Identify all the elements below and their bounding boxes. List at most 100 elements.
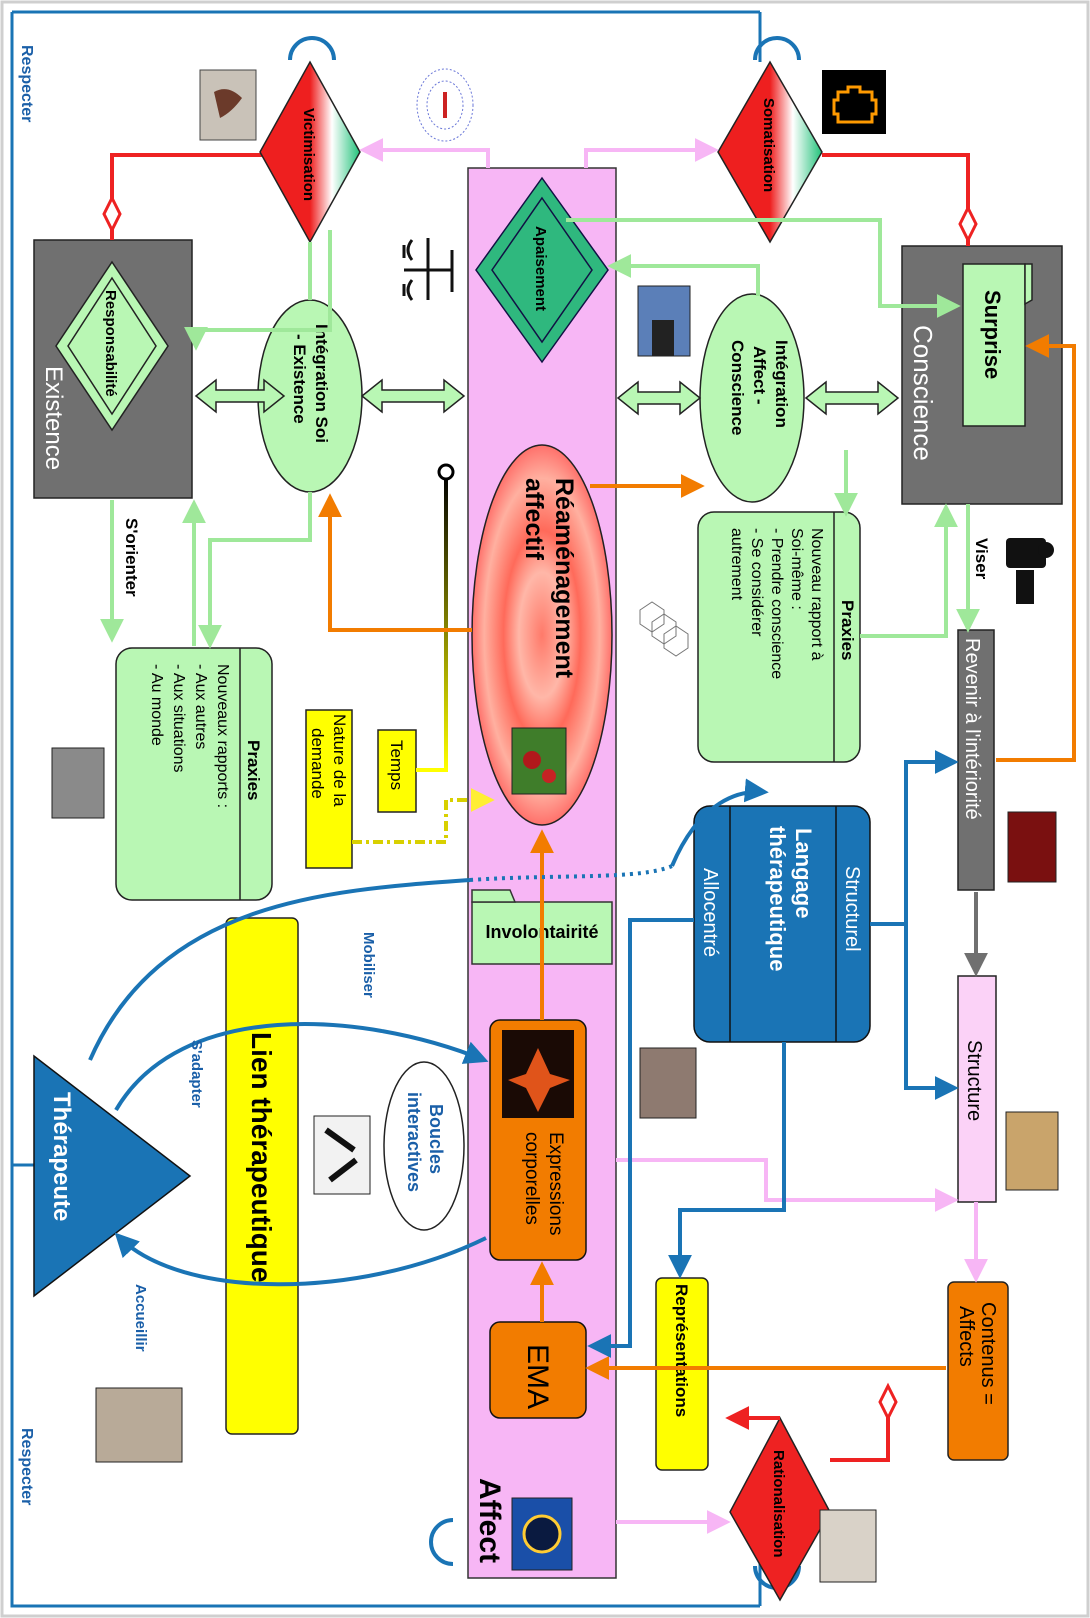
cap-top-left: [288, 36, 336, 61]
temps-label: Temps: [387, 740, 406, 790]
praxies-left-line-3: - Aux situations: [170, 664, 187, 773]
temps-link: [416, 476, 448, 772]
accueillir-curve: [114, 1232, 487, 1287]
representations-label: Représentations: [672, 1284, 691, 1417]
masks-photo: [819, 1509, 877, 1583]
surprise-box: [962, 263, 1026, 427]
affect-label: Affect: [473, 1478, 506, 1563]
integration-soi-label-2: - Existence: [290, 334, 309, 424]
orienter-label: S'orienter: [122, 518, 141, 597]
praxies-right-line-5: autrement: [728, 528, 745, 601]
respect-label-bottom: Respecter: [18, 1428, 35, 1505]
somatisation-diamond: [717, 60, 823, 244]
cap-bottom-left: [429, 1518, 454, 1566]
therapeute-triangle: [33, 1054, 192, 1298]
praxies-left-line-1: Nouveaux rapports :: [214, 664, 231, 808]
langage-label-2: thérapeutique: [765, 826, 790, 971]
explosion-photo-spark: [508, 1048, 570, 1112]
crowd-photo: [51, 747, 105, 819]
praxies-right-line-2: Soi-même :: [788, 528, 805, 610]
accueillir-label: Accueillir: [132, 1284, 149, 1352]
nature-demande-box: [305, 709, 353, 869]
praxies-left-line-4: - Au monde: [148, 664, 165, 746]
statue-photo: [95, 1387, 183, 1463]
sky-photo-detail: [652, 320, 674, 356]
engine-warning-icon: [832, 85, 878, 124]
structurel-revenir-link: [870, 750, 959, 926]
integration-affect-label-2: Affect -: [750, 346, 769, 405]
apaisement-label: Apaisement: [532, 226, 549, 311]
integration-apaisement-link: [607, 254, 760, 296]
revenir-surprise-link: [996, 334, 1076, 762]
affect-somatisation-link: [584, 138, 719, 168]
building-photo: [1005, 1111, 1059, 1191]
camera-operator-icon: [1006, 538, 1054, 604]
existence-aggregation-diamond: [102, 194, 122, 234]
integration-affect-double-arrow-left: [360, 378, 466, 414]
respect-outer-loop: [10, 10, 760, 1608]
rationalisation-label: Rationalisation: [770, 1450, 787, 1558]
responsabilite-label: Responsabilité: [102, 290, 119, 397]
involontairite-tab: [471, 889, 517, 903]
praxies-left-line-2: - Aux autres: [192, 664, 209, 749]
responsabilite-diamond: [55, 260, 169, 432]
wall-climber-detail: [214, 89, 242, 118]
viser-label: Viser: [972, 538, 991, 580]
conscience-label: Conscience: [908, 325, 938, 461]
nature-label-1: Nature de la: [330, 714, 349, 807]
victimisation-responsabilite-link: [184, 230, 332, 351]
contenus-label-2: Affects: [955, 1306, 977, 1367]
integration-affect-label-3: Conscience: [728, 340, 747, 435]
red-curtain-photo: [1007, 811, 1057, 883]
affect-victimisation-link: [359, 138, 490, 168]
victimisation-label: Victimisation: [300, 108, 317, 201]
accelerator-photo-detail: [522, 1514, 562, 1554]
apaisement-surprise-link: [566, 218, 961, 318]
existence-label: Existence: [40, 366, 67, 470]
rationalisation-diamond: [729, 1416, 831, 1602]
boucles-label-2: interactives: [404, 1092, 424, 1192]
reamenagement-label-1: Réaménagement: [550, 478, 578, 679]
integration-praxies-left-link: [198, 492, 312, 649]
mobiliser-curve-dotted: [469, 864, 673, 882]
magnetic-field-icon: [416, 68, 474, 142]
contenus-aggregation-diamond: [878, 1382, 898, 1422]
adapter-curve: [114, 1022, 489, 1112]
adapter-label: S'adapter: [188, 1040, 205, 1108]
praxies-conscience-link: [860, 503, 958, 638]
scales-icon: [402, 238, 454, 301]
reamenagement-ellipse: [471, 444, 613, 826]
dancers-photo-detail: [324, 1127, 358, 1183]
mobiliser-curve-end: [670, 778, 769, 867]
integration-soi-label-1: Intégration Soi: [312, 324, 331, 443]
lien-label: Lien thérapeutique: [246, 1032, 277, 1282]
temps-box: [377, 729, 417, 813]
mobiliser-curve-back: [88, 878, 471, 1061]
temps-link-end: [437, 463, 455, 481]
responsabilite-inner: [67, 276, 157, 416]
praxies-left-title: Praxies: [244, 740, 263, 801]
apaisement-inner: [491, 196, 593, 344]
allocentre-label: Allocentré: [699, 868, 721, 957]
respect-label-top: Respecter: [18, 45, 35, 122]
langage-label-1: Langage: [791, 828, 816, 918]
surprise-label: Surprise: [980, 290, 1005, 379]
mobiliser-label: Mobiliser: [360, 932, 377, 998]
conscience-aggregation-diamond: [958, 204, 978, 244]
expressions-structure-link: [616, 1158, 959, 1212]
dancers-photo: [313, 1115, 371, 1195]
reamenagement-label-2: affectif: [520, 478, 548, 561]
ema-label: EMA: [521, 1344, 554, 1409]
praxies-right-line-1: Nouveau rapport à: [808, 528, 825, 661]
integration-conscience-double-arrow: [804, 380, 900, 416]
apaisement-diamond: [475, 176, 609, 364]
reamenagement-integration-soi-link: [318, 493, 472, 632]
allocentre-ema-link: [587, 918, 694, 1358]
expressions-label-2: corporelles: [521, 1132, 542, 1225]
contenus-label-1: Contenus =: [977, 1302, 999, 1405]
structure-label: Structure: [963, 1040, 985, 1121]
surprise-tab: [1024, 263, 1033, 306]
nature-demande-link: [352, 788, 495, 844]
cubes-icon: [639, 601, 689, 657]
